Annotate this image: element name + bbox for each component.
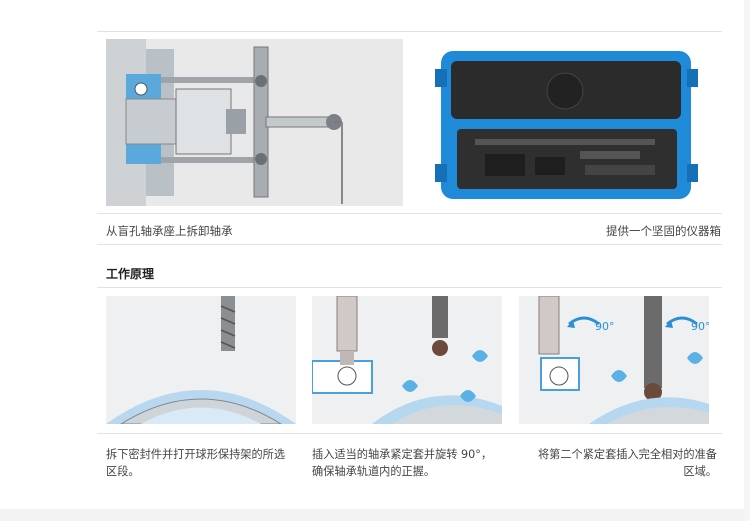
angle-label-2: 90° <box>691 320 709 333</box>
step-1-image <box>106 296 296 424</box>
step-1-text: 拆下密封件并打开球形保持架的所选区段。 <box>106 448 286 478</box>
step-2-text: 插入适当的轴承紧定套并旋转 90°，确保轴承轨道内的正握。 <box>312 448 493 478</box>
left-caption: 从盲孔轴承座上拆卸轴承 <box>106 224 233 238</box>
step-3-image: 90° 90° <box>519 296 709 424</box>
scrollbar[interactable] <box>744 0 750 521</box>
right-caption: 提供一个坚固的仪器箱 <box>606 224 721 238</box>
page-footer-bar <box>0 509 750 521</box>
section-divider <box>97 287 722 288</box>
bearing-puller-illustration <box>106 39 403 206</box>
steps-divider <box>97 433 722 434</box>
section-title: 工作原理 <box>106 267 155 281</box>
instrument-case-image <box>435 39 698 206</box>
caption-bottom-divider <box>97 244 722 245</box>
angle-label-1: 90° <box>595 320 615 333</box>
step-2-image <box>312 296 502 424</box>
step-3-text: 将第二个紧定套插入完全相对的准备区域。 <box>537 448 717 478</box>
top-divider <box>97 31 722 32</box>
caption-top-divider <box>97 213 722 214</box>
